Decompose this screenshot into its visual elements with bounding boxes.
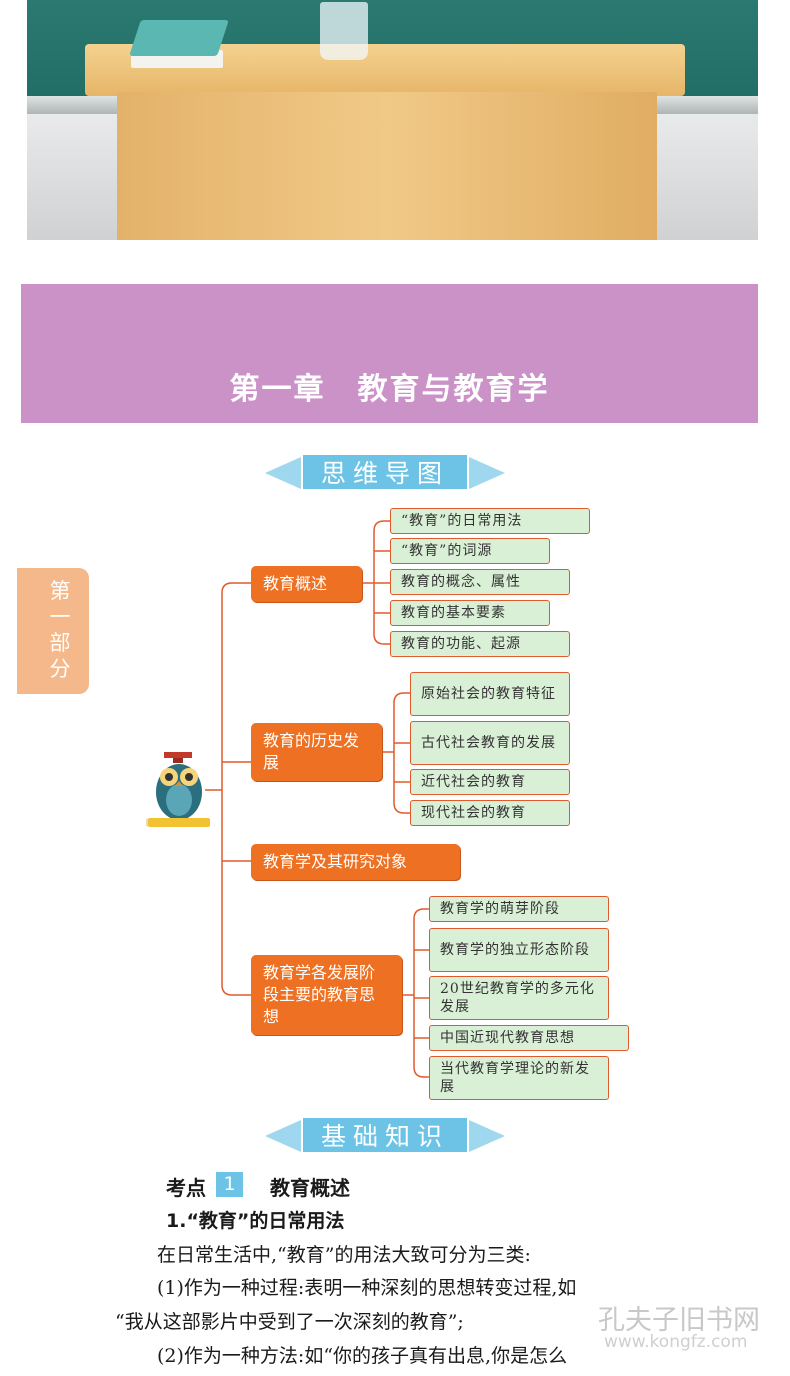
- key-point-title: 教育概述: [270, 1176, 350, 1200]
- ribbon-tail-icon: [265, 1120, 301, 1152]
- mindmap-node-sub: 现代社会的教育: [410, 800, 570, 826]
- mindmap-node-sub: 教育学的独立形态阶段: [429, 928, 609, 972]
- mindmap-node-sub: 教育的概念、属性: [390, 569, 570, 595]
- mindmap-node-sub: 教育学的萌芽阶段: [429, 896, 609, 922]
- paragraph: 在日常生活中,“教育”的用法大致可分为三类:: [157, 1244, 531, 1266]
- mindmap-node-sub: 中国近现代教育思想: [429, 1025, 629, 1051]
- ribbon-tail-icon: [469, 1120, 505, 1152]
- chapter-title: 第一章 教育与教育学: [229, 372, 550, 407]
- watermark-logo: 孔夫子旧书网: [598, 1305, 760, 1336]
- mindmap-node-sub: 古代社会教育的发展: [410, 721, 570, 765]
- mindmap-node-main: 教育学及其研究对象: [251, 844, 460, 880]
- side-tab: [17, 568, 89, 694]
- ribbon-tail-icon: [469, 457, 505, 489]
- mindmap-node-sub: 当代教育学理论的新发展: [429, 1056, 609, 1100]
- mindmap-node-sub: “教育”的日常用法: [390, 508, 590, 534]
- header-photo: [27, 0, 758, 240]
- key-point-label: 考点: [166, 1176, 206, 1200]
- paragraph: “我从这部影片中受到了一次深刻的教育”;: [115, 1311, 464, 1333]
- chapter-band: [21, 284, 758, 423]
- mindmap-node-sub: 原始社会的教育特征: [410, 672, 570, 716]
- mindmap-node-sub: 教育的功能、起源: [390, 631, 570, 657]
- section-title: 基础知识: [301, 1116, 469, 1154]
- section-title: 思维导图: [301, 453, 469, 491]
- mindmap-node-main: 教育概述: [251, 566, 362, 602]
- paragraph: (1)作为一种过程:表明一种深刻的思想转变过程,如: [157, 1277, 577, 1299]
- pencil-icon: [148, 818, 210, 827]
- mindmap-node-main: 教育的历史发展: [251, 723, 382, 781]
- mindmap-node-main: 教育学各发展阶段主要的教育思想: [251, 955, 402, 1035]
- graduation-cap-icon: [164, 752, 192, 758]
- section-ribbon-basics: 基础知识: [265, 1116, 505, 1156]
- watermark-url: www.kongfz.com: [604, 1332, 748, 1352]
- side-tab-label: 第一部分: [49, 579, 71, 681]
- paragraph: (2)作为一种方法:如“你的孩子真有出息,你是怎么: [157, 1345, 568, 1367]
- mindmap-node-sub: 20世纪教育学的多元化发展: [429, 976, 609, 1020]
- mindmap-node-sub: “教育”的词源: [390, 538, 550, 564]
- pencil-cup-icon: [320, 2, 368, 60]
- ribbon-tail-icon: [265, 457, 301, 489]
- mindmap-connectors: [205, 520, 429, 1078]
- desk-body: [117, 92, 657, 240]
- section-ribbon-mindmap: 思维导图: [265, 453, 505, 493]
- mindmap-node-sub: 教育的基本要素: [390, 600, 550, 626]
- subheading: 1.“教育”的日常用法: [166, 1210, 345, 1232]
- key-point-number: 1: [216, 1172, 243, 1197]
- owl-mascot-icon: [146, 752, 210, 827]
- mindmap-node-sub: 近代社会的教育: [410, 769, 570, 795]
